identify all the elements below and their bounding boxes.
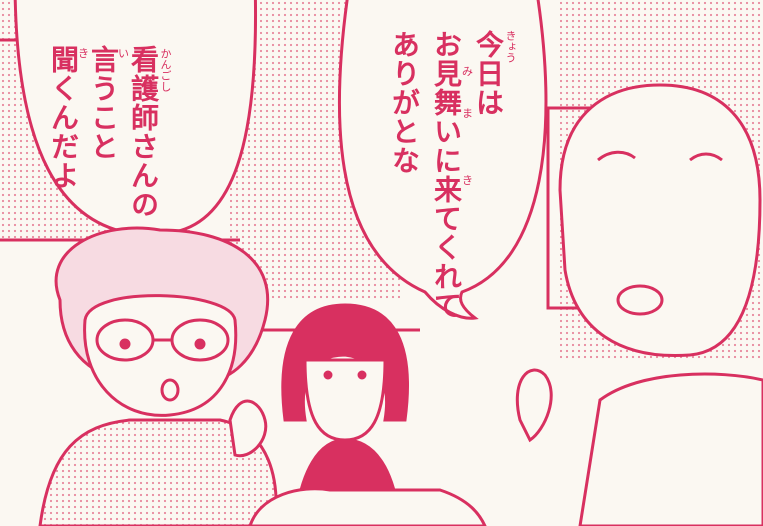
bed-blanket [248,487,487,526]
grandfather-figure [515,83,763,526]
ruby-mi: み [462,65,473,78]
grandmother-figure [38,226,278,526]
ruby-i: い [118,47,129,60]
speech-bubble-right [337,0,548,320]
ruby-kyou: きょう [504,30,517,63]
speech-right-line-1: 今日は [472,30,505,117]
speech-left-line-3: 聞くんだよ [47,45,80,190]
speech-left-line-1: 看護師さんの [127,45,160,219]
ruby-ki-left: き [78,47,89,60]
ruby-ki-right: き [462,174,473,187]
ruby-ma: ま [462,107,473,120]
ruby-kangoshi: かんごし [159,48,172,92]
girl-figure [281,303,409,526]
speech-right-line-3: ありがとな [388,30,421,175]
speech-right-line-2: お見舞いに来てくれて [430,30,463,320]
speech-left-line-2: 言うこと [87,45,120,161]
